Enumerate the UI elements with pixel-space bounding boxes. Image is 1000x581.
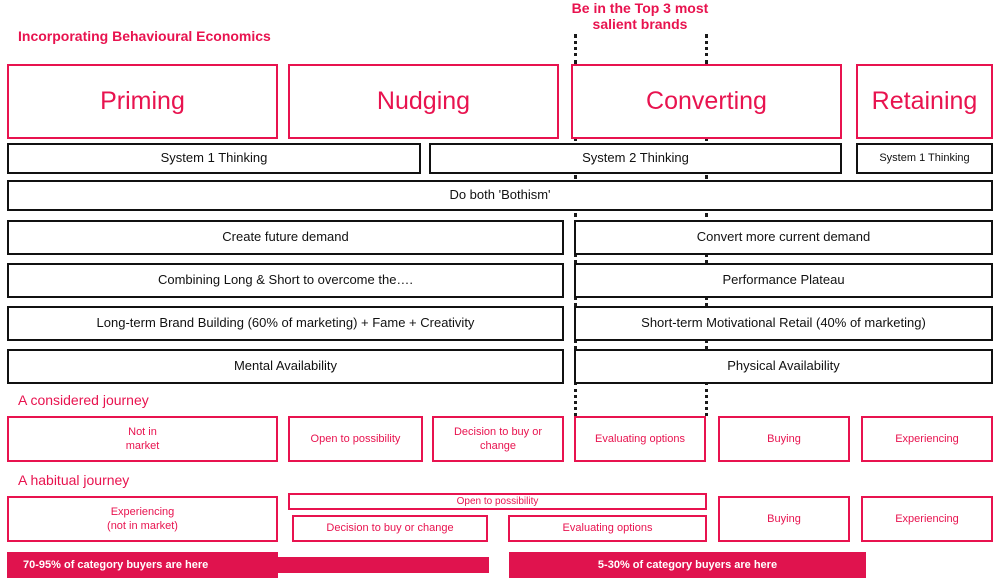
page-title: Incorporating Behavioural Economics [18,28,271,44]
habitual-step-experiencing-not-in-market[interactable]: Experiencing (not in market) [7,496,278,542]
guide-line-left-seg6 [574,340,577,349]
guide-line-right-seg2 [705,138,708,146]
stage-box-converting[interactable]: Converting [571,64,842,139]
demand-left-long-term-brand-building: Long-term Brand Building (60% of marketi… [7,306,564,341]
guide-line-left-seg4 [574,254,577,263]
footer-bar-left-tail [277,557,489,573]
demand-left-combining-long-short: Combining Long & Short to overcome the…. [7,263,564,298]
footer-bar-right: 5-30% of category buyers are here [509,552,866,578]
considered-step-decision-line1: Decision to buy or [453,425,543,438]
demand-right-short-term-motivational-retail: Short-term Motivational Retail (40% of m… [574,306,993,341]
considered-step-evaluating-options[interactable]: Evaluating options [574,416,706,462]
guide-line-left-seg5 [574,297,577,306]
footer-bar-left: 70-95% of category buyers are here [7,552,278,578]
considered-step-open-to-possibility[interactable]: Open to possibility [288,416,423,462]
habitual-step-evaluating-options[interactable]: Evaluating options [508,515,707,542]
guide-line-right-seg5 [705,297,708,306]
top-callout: Be in the Top 3 most salient brands [560,0,720,32]
demand-left-create-future-demand: Create future demand [7,220,564,255]
top-callout-line1: Be in the Top 3 most [571,0,709,16]
thinking-box-system1-left: System 1 Thinking [7,143,421,174]
habitual-step-experiencing[interactable]: Experiencing [861,496,993,542]
considered-step-buying[interactable]: Buying [718,416,850,462]
demand-right-performance-plateau: Performance Plateau [574,263,993,298]
considered-step-not-in-market-line1: Not in [128,425,157,438]
stage-box-nudging[interactable]: Nudging [288,64,559,139]
considered-journey-label: A considered journey [18,392,149,408]
habitual-step-experiencing-line2: (not in market) [107,520,178,532]
habitual-journey-label: A habitual journey [18,472,130,488]
considered-step-decision-to-buy[interactable]: Decision to buy or change [432,416,564,462]
thinking-box-system2: System 2 Thinking [429,143,842,174]
considered-step-not-in-market-line2: market [125,440,160,452]
considered-step-experiencing[interactable]: Experiencing [861,416,993,462]
guide-line-right [705,34,708,64]
guide-line-right-seg7 [705,382,708,416]
stage-box-priming[interactable]: Priming [7,64,278,139]
guide-line-left [574,34,577,64]
demand-right-convert-more-current-demand: Convert more current demand [574,220,993,255]
stage-box-retaining[interactable]: Retaining [856,64,993,139]
guide-line-right-seg6 [705,340,708,349]
habitual-step-open-to-possibility[interactable]: Open to possibility [288,493,707,510]
guide-line-left-seg7 [574,382,577,416]
considered-step-not-in-market[interactable]: Not in market [7,416,278,462]
habitual-step-buying[interactable]: Buying [718,496,850,542]
top-callout-line2: salient brands [592,16,688,33]
considered-step-decision-line2: change [479,440,517,452]
thinking-box-system1-right: System 1 Thinking [856,143,993,174]
demand-left-mental-availability: Mental Availability [7,349,564,384]
habitual-step-experiencing-line1: Experiencing [110,505,175,518]
bothism-box: Do both 'Bothism' [7,180,993,211]
guide-line-right-seg4 [705,254,708,263]
demand-right-physical-availability: Physical Availability [574,349,993,384]
guide-line-left-seg2 [574,138,577,146]
habitual-step-decision-to-buy[interactable]: Decision to buy or change [292,515,488,542]
